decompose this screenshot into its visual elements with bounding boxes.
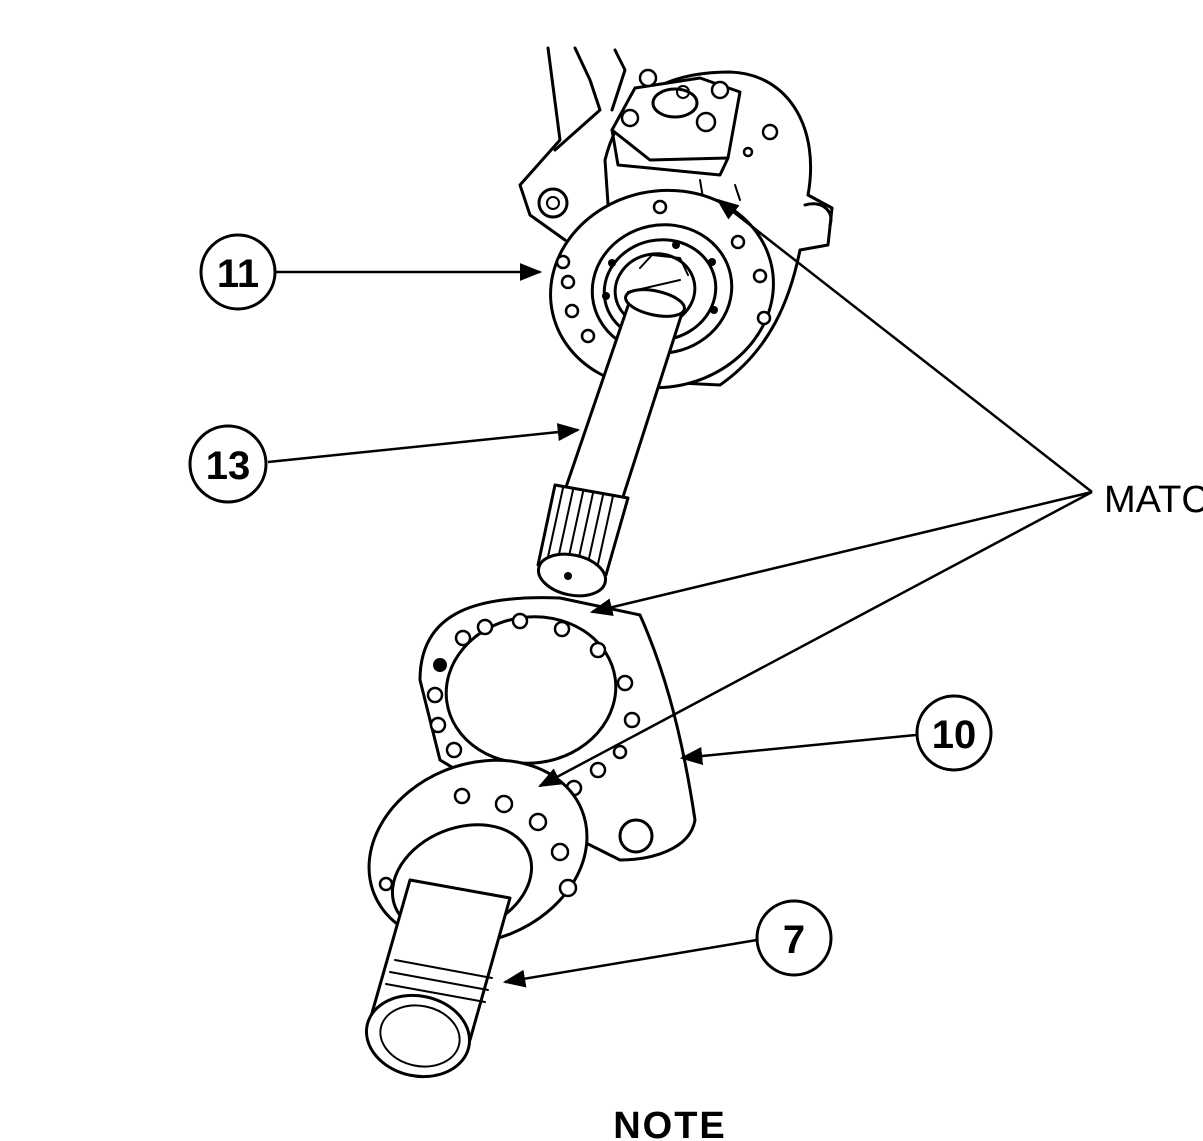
match-leader-upper: [716, 198, 1093, 493]
hub-spindle: [364, 758, 589, 1079]
match-label: MATC: [1104, 479, 1203, 521]
upper-flange: [549, 188, 775, 390]
callout-11-label: 11: [217, 252, 259, 296]
callout-13: 13: [188, 424, 268, 504]
callout-7-label: 7: [783, 918, 805, 962]
callout-10: 10: [915, 694, 993, 772]
match-leader-lower: [538, 490, 1093, 788]
callout-7: 7: [755, 899, 833, 977]
leader-7: [502, 938, 758, 988]
match-leader-middle: [589, 490, 1093, 617]
leader-13: [267, 423, 581, 464]
callout-13-label: 13: [206, 444, 251, 488]
note-heading: NOTE: [613, 1105, 727, 1141]
callout-11: 11: [199, 233, 277, 311]
leader-10: [679, 733, 917, 765]
callout-10-label: 10: [932, 713, 977, 757]
axle-shaft: [536, 288, 686, 598]
lower-knuckle: [418, 596, 697, 862]
